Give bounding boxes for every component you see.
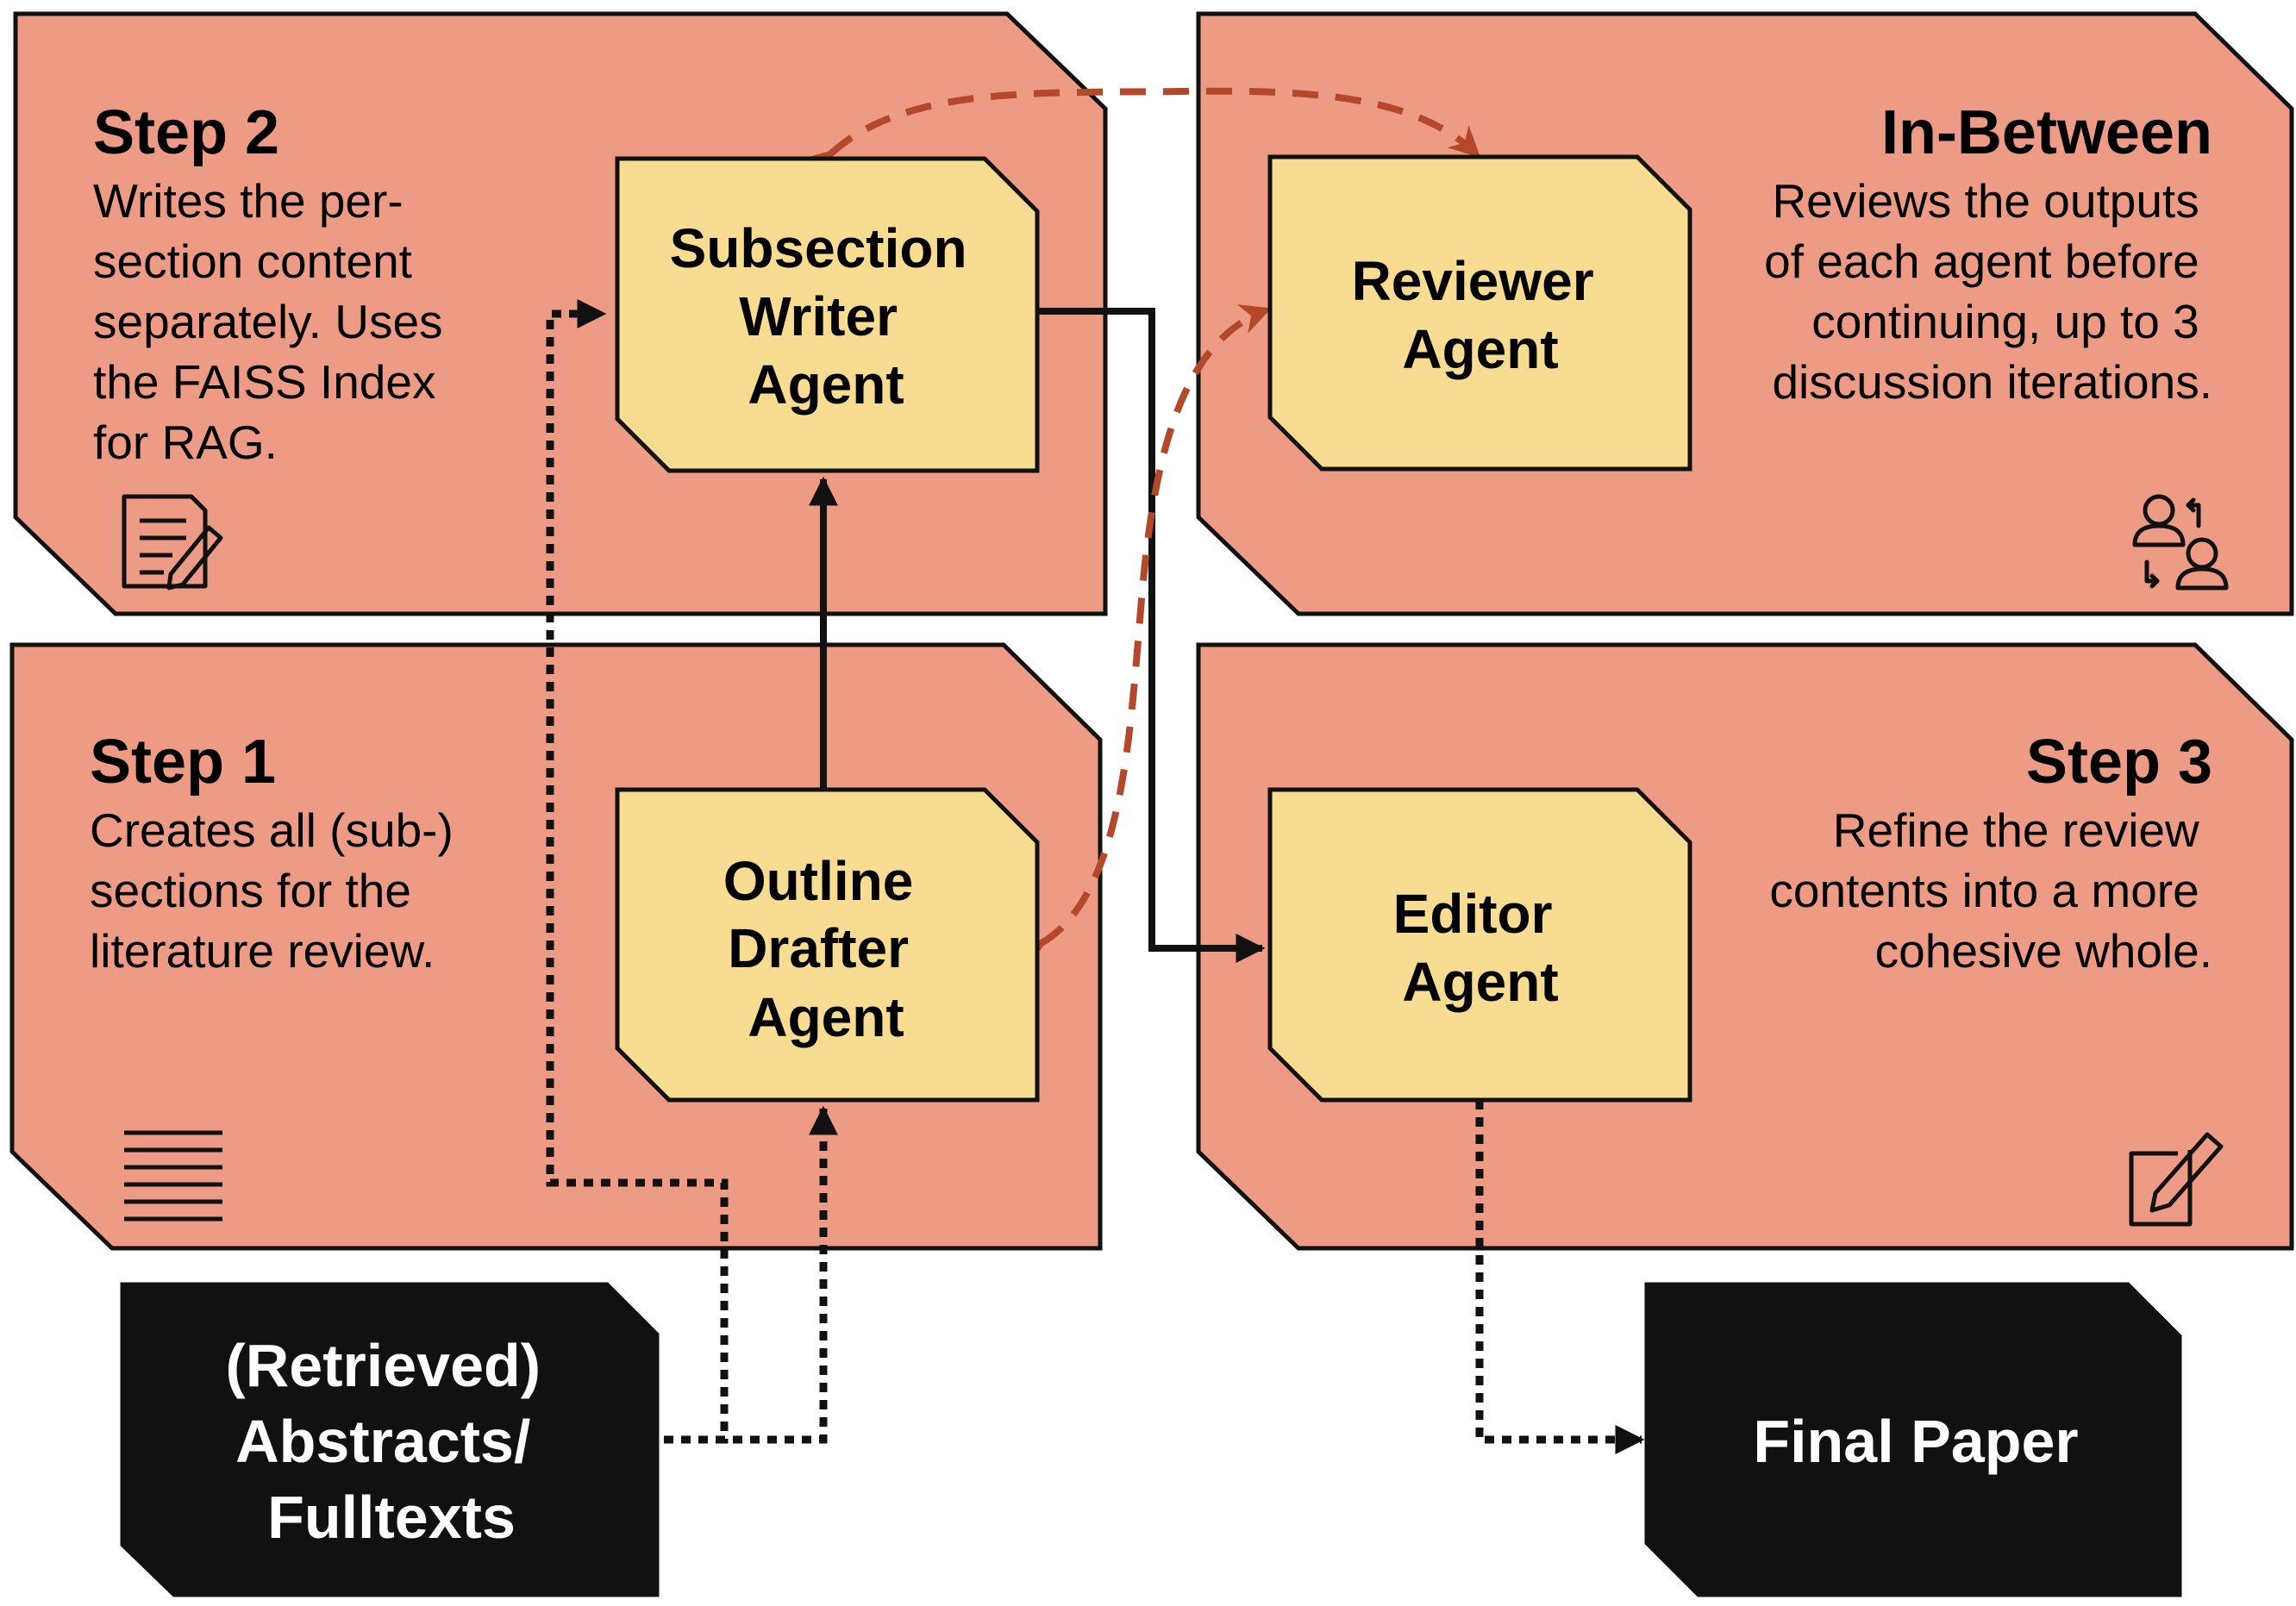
panel-in-between-title: In-Between [1881,98,2212,167]
subsection-writer-agent: Subsection Writer Agent [615,156,1040,473]
output-box-shape [1644,1282,2182,1597]
arrow-input-to-writer [546,299,729,1444]
panel-step1-line: Creates all (sub-) [90,803,454,857]
people-exchange-icon [2132,494,2229,591]
panel-in-between-line: Reviews the outputs [1772,174,2199,228]
panel-step1-line: sections for the [90,864,411,917]
reviewer-agent: Reviewer Agent [1267,154,1692,472]
input-abstracts-fulltexts: (Retrieved) Abstracts/ Fulltexts [120,1282,660,1597]
subsection-writer-agent-label: Subsection [670,217,967,279]
input-label: Abstracts/ [235,1408,530,1475]
panel-step3-title: Step 3 [2026,728,2212,797]
outline-drafter-agent-label: Outline [723,850,913,912]
panel-in-between-line: discussion iterations. [1772,355,2212,409]
feedback-outline-reviewer [1012,304,1272,970]
output-label: Final Paper [1753,1408,2078,1475]
arrow-input-to-outline [664,1105,838,1444]
svg-text:Refine the review conten: Refine the review contents into a more c… [1769,803,2212,978]
subsection-writer-agent-label: Agent [748,353,904,416]
reviewer-agent-label: Reviewer [1352,250,1594,312]
panel-step2-line: separately. Uses [93,295,443,348]
svg-text:Creates all (sub-) secti: Creates all (sub-) sections for the lite… [90,803,466,978]
subsection-writer-agent-shape [615,156,1040,473]
panel-step3-line: cohesive whole. [1875,924,2212,978]
svg-text:Reviews the outputs of e: Reviews the outputs of each agent before… [1764,174,2212,409]
subsection-writer-agent-label: Writer [739,285,898,347]
editor-agent-label: Editor [1393,883,1553,945]
panel-step2-line: for RAG. [93,416,278,469]
output-final-paper: Final Paper [1644,1282,2182,1597]
panel-step2-line: the FAISS Index [93,355,435,409]
panel-in-between-line: of each agent before [1764,234,2199,288]
outline-drafter-agent-label: Agent [748,986,904,1048]
panel-step2-title: Step 2 [93,98,279,167]
svg-text:Editor Agent: Editor Agent [1393,883,1568,1013]
outline-drafter-agent-shape [615,787,1040,1103]
document-edit-icon [122,494,223,591]
svg-text:Writes the per- section: Writes the per- section content separate… [93,174,456,469]
feedback-writer-reviewer [802,87,1481,182]
editor-agent: Editor Agent [1267,787,1692,1103]
text-lines-icon [124,1130,222,1222]
input-label: (Retrieved) [225,1332,541,1399]
reviewer-agent-label: Agent [1402,318,1558,380]
panel-step3-line: Refine the review [1833,803,2199,857]
panel-step1-title: Step 1 [90,728,276,797]
svg-text:(Retrieved) Abstracts/: (Retrieved) Abstracts/ Fulltexts [225,1332,557,1551]
svg-text:Outline Drafter Ag: Outline Drafter Agent [723,850,929,1048]
editor-agent-label: Agent [1402,951,1558,1013]
svg-text:Subsection Writer: Subsection Writer Agent [670,217,983,416]
outline-drafter-agent: Outline Drafter Agent [615,787,1040,1103]
input-box-shape [120,1282,660,1597]
panel-step2-line: section content [93,234,412,288]
reviewer-agent-shape [1267,154,1692,472]
panel-step1-line: literature review. [90,924,435,978]
edit-square-icon [2129,1132,2224,1227]
panel-step2-line: Writes the per- [93,174,404,228]
svg-text:Reviewer Agent: Reviewer Agent [1352,250,1610,380]
outline-drafter-agent-label: Drafter [728,917,909,979]
input-label: Fulltexts [267,1484,516,1551]
panel-step3-line: contents into a more [1769,864,2199,917]
panel-in-between-line: continuing, up to 3 [1811,295,2199,348]
editor-agent-shape [1267,787,1692,1103]
